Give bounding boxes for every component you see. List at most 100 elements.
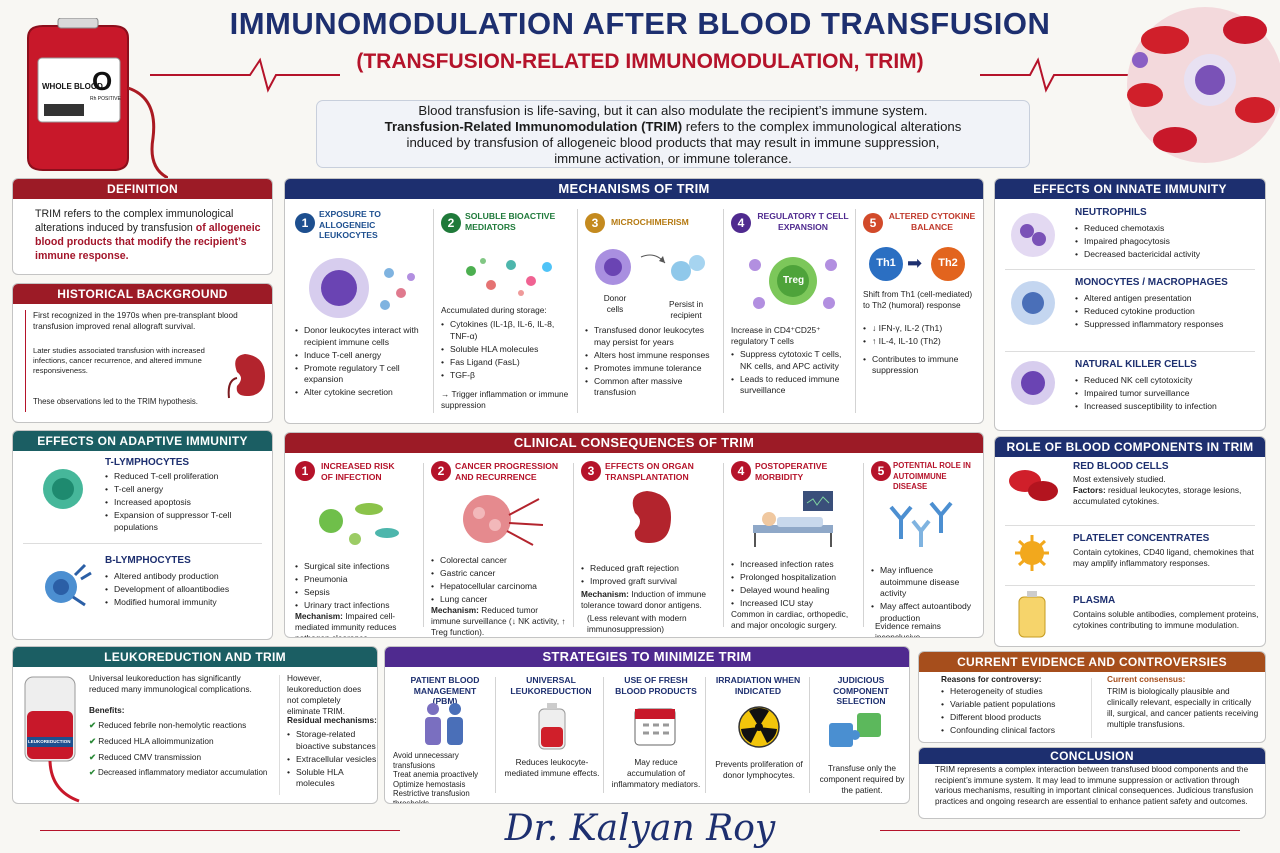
treg-icon xyxy=(749,257,837,309)
calendar-icon xyxy=(634,708,676,746)
plasma-text: Contains soluble antibodies, complement … xyxy=(1073,609,1259,630)
b-lymphocyte-icon xyxy=(45,563,92,607)
rbc-text: Most extensively studied. xyxy=(1073,474,1166,484)
mechanism-number-1: 1 xyxy=(295,213,315,233)
innate-panel: EFFECTS ON INNATE IMMUNITY NEUTROPHILS R… xyxy=(994,178,1266,431)
page-title: IMMUNOMODULATION AFTER BLOOD TRANSFUSION xyxy=(229,6,1051,41)
mechanism-number-5: 5 xyxy=(863,213,883,233)
strategies-header: STRATEGIES TO MINIMIZE TRIM xyxy=(385,647,909,667)
th1-circle xyxy=(869,247,903,281)
treg-label: Treg xyxy=(783,275,805,286)
clinical-number-5: 5 xyxy=(871,461,891,481)
mechanism-title: MICROCHIMERISM xyxy=(611,217,689,227)
mechanism-number-3: 3 xyxy=(585,213,605,233)
leukoreduction-bag-label: LEUKOREDUCTION xyxy=(28,739,71,744)
intro-trim-term: Transfusion-Related Immunomodulation (TR… xyxy=(384,119,683,134)
mechanism-item: TGF-β xyxy=(441,370,573,382)
mechanisms-header: MECHANISMS OF TRIM xyxy=(285,179,983,199)
rbc-factors-label: Factors: xyxy=(1073,485,1106,495)
clinical-item: Delayed wound healing xyxy=(731,585,859,597)
clinical-item: Reduced graft rejection xyxy=(581,563,719,575)
mechanism-item: Transfused donor leukocytes may persist … xyxy=(585,325,719,348)
residual-item: Storage-related bioactive substances xyxy=(287,729,377,752)
innate-item: Suppressed inflammatory responses xyxy=(1075,319,1263,331)
history-item: First recognized in the 1970s when pre-t… xyxy=(33,310,238,331)
history-item: Later studies associated transfusion wit… xyxy=(33,346,205,375)
mechanism-item: Promote regulatory T cell expansion xyxy=(295,363,431,386)
antibody-icon xyxy=(889,501,953,547)
benefit-item: Reduced CMV transmission xyxy=(98,752,202,762)
conclusion-panel: CONCLUSION TRIM represents a complex int… xyxy=(918,747,1266,819)
check-icon: ✔ xyxy=(89,720,99,730)
bacteria-icon xyxy=(319,503,399,545)
platelet-title: PLATELET CONCENTRATES xyxy=(1073,533,1210,544)
innate-item: Reduced chemotaxis xyxy=(1075,223,1263,235)
residual-item: Soluble HLA molecules xyxy=(287,767,377,790)
benefit-item: Reduced febrile non-hemolytic reactions xyxy=(98,720,247,730)
mechanism-title: REGULATORY T CELL EXPANSION xyxy=(757,211,849,232)
conclusion-header: CONCLUSION xyxy=(919,748,1265,764)
strategy-text: Prevents proliferation of donor lymphocy… xyxy=(715,759,803,780)
definition-highlight: of allogeneic blood products that modify… xyxy=(35,222,261,262)
nk-cell-icon xyxy=(1011,361,1055,405)
adaptive-panel: EFFECTS ON ADAPTIVE IMMUNITY T-LYMPHOCYT… xyxy=(12,430,273,640)
leuko-benefits-label: Benefits: xyxy=(89,705,125,715)
benefit-item: Decreased inflammatory mediator accumula… xyxy=(97,768,268,777)
evidence-consensus-label: Current consensus: xyxy=(1107,674,1186,684)
definition-panel: DEFINITION TRIM refers to the complex im… xyxy=(12,178,273,275)
mechanism-item: Common after massive transfusion xyxy=(585,376,719,399)
mechanism-item: Contributes to immune suppression xyxy=(863,354,981,377)
mechanism-number-4: 4 xyxy=(731,213,751,233)
clinical-item: May influence autoimmune disease activit… xyxy=(871,565,981,600)
th2-label: Th2 xyxy=(938,257,958,269)
clinical-note: Evidence remains inconclusive. xyxy=(875,621,941,638)
leukoreduction-header: LEUKOREDUCTION AND TRIM xyxy=(13,647,377,667)
clinical-item: Surgical site infections xyxy=(295,561,421,573)
leukoreduction-panel: LEUKOREDUCTION AND TRIM LEUKOREDUCTION U… xyxy=(12,646,378,804)
components-header: ROLE OF BLOOD COMPONENTS IN TRIM xyxy=(995,437,1265,457)
plasma-title: PLASMA xyxy=(1073,595,1116,606)
clinical-title: POSTOPERATIVE MORBIDITY xyxy=(755,461,828,482)
innate-header: EFFECTS ON INNATE IMMUNITY xyxy=(995,179,1265,199)
t-item: Reduced T-cell proliferation xyxy=(105,471,270,483)
intro-box: Blood transfusion is life-saving, but it… xyxy=(316,100,1030,168)
transplant-kidney-icon xyxy=(632,491,671,543)
macrophage-icon xyxy=(1011,281,1055,325)
clinical-number-2: 2 xyxy=(431,461,451,481)
pbm-people-icon xyxy=(425,703,463,745)
evidence-reasons-label: Reasons for controversy: xyxy=(941,674,1042,684)
innate-item: Decreased bactericidal activity xyxy=(1075,249,1263,261)
reason-item: Confounding clinical factors xyxy=(941,725,1091,737)
clinical-header: CLINICAL CONSEQUENCES OF TRIM xyxy=(285,433,983,453)
components-panel: ROLE OF BLOOD COMPONENTS IN TRIM RED BLO… xyxy=(994,436,1266,647)
bag-label: WHOLE BLOOD xyxy=(42,82,103,91)
leukocyte-icon xyxy=(309,258,415,318)
t-item: T-cell anergy xyxy=(105,484,270,496)
clinical-item: Lung cancer xyxy=(431,594,569,606)
history-item: These observations led to the TRIM hypot… xyxy=(33,397,198,406)
platelet-icon xyxy=(1015,535,1049,571)
mechanism-item: Promotes immune tolerance xyxy=(585,363,719,375)
clinical-item: May affect autoantibody production xyxy=(871,601,981,624)
strategy-title: JUDICIOUS COMPONENT SELECTION xyxy=(833,675,889,706)
strategies-panel: STRATEGIES TO MINIMIZE TRIM PATIENT BLOO… xyxy=(384,646,910,804)
adaptive-header: EFFECTS ON ADAPTIVE IMMUNITY xyxy=(13,431,272,451)
divider-left xyxy=(40,830,400,831)
donor-cells-label: Donor cells xyxy=(603,293,627,314)
clinical-title: CANCER PROGRESSION AND RECURRENCE xyxy=(455,461,559,482)
residual-item: Extracellular vesicles xyxy=(287,754,377,766)
radiation-icon xyxy=(738,706,780,748)
t-lymphocyte-icon xyxy=(43,469,83,509)
leuko-however: However, leukoreduction does not complet… xyxy=(287,673,362,716)
conclusion-text: TRIM represents a complex interaction be… xyxy=(935,765,1254,806)
innate-item: Impaired phagocytosis xyxy=(1075,236,1263,248)
clinical-note: Common in cardiac, orthopedic, and major… xyxy=(731,609,849,630)
intro-line-2: refers to the complex immunological alte… xyxy=(682,119,962,134)
strategy-text: Reduces leukocyte-mediated immune effect… xyxy=(504,757,600,778)
leukoreduction-bag-icon xyxy=(24,676,80,803)
mechanism-title: ALTERED CYTOKINE BALANCE xyxy=(888,211,976,232)
strategy-title: USE OF FRESH BLOOD PRODUCTS xyxy=(615,675,697,696)
clinical-mech-text: Reduced tumor immune surveillance (↓ NK … xyxy=(431,605,566,637)
clinical-mech-text: Induction of immune tolerance toward don… xyxy=(581,589,706,610)
strategy-title: IRRADIATION WHEN INDICATED xyxy=(715,675,801,696)
